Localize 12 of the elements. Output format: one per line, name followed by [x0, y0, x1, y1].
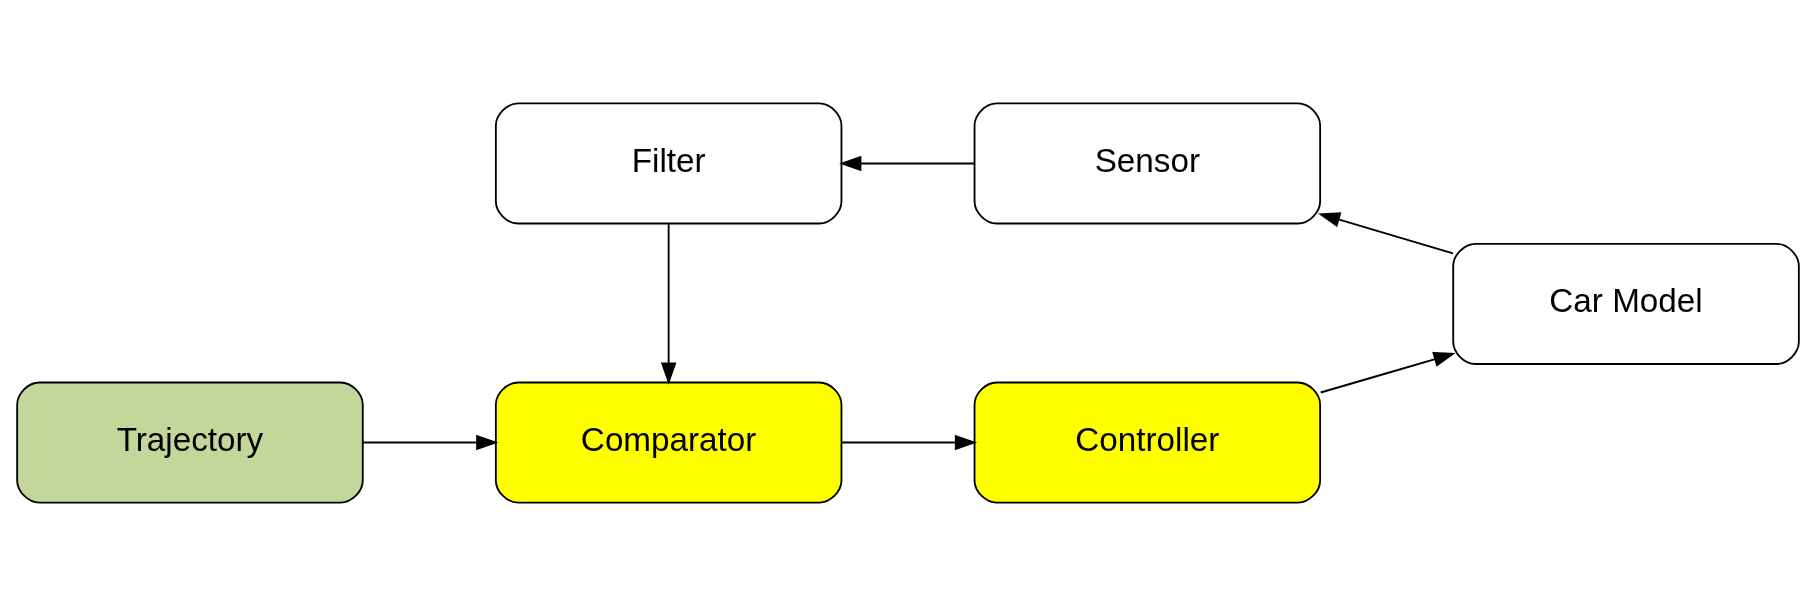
arrow	[660, 223, 677, 385]
node-box: Trajectory	[16, 381, 364, 504]
node-box: Car Model	[1452, 242, 1800, 365]
node-box: Sensor	[973, 102, 1322, 225]
node-box: Comparator	[494, 381, 843, 504]
arrow	[1319, 351, 1456, 394]
arrow	[1318, 212, 1454, 255]
node-box: Filter	[494, 102, 843, 225]
arrow	[841, 434, 978, 451]
node-box: Controller	[973, 381, 1322, 504]
arrow	[839, 155, 976, 172]
arrow	[362, 434, 499, 451]
